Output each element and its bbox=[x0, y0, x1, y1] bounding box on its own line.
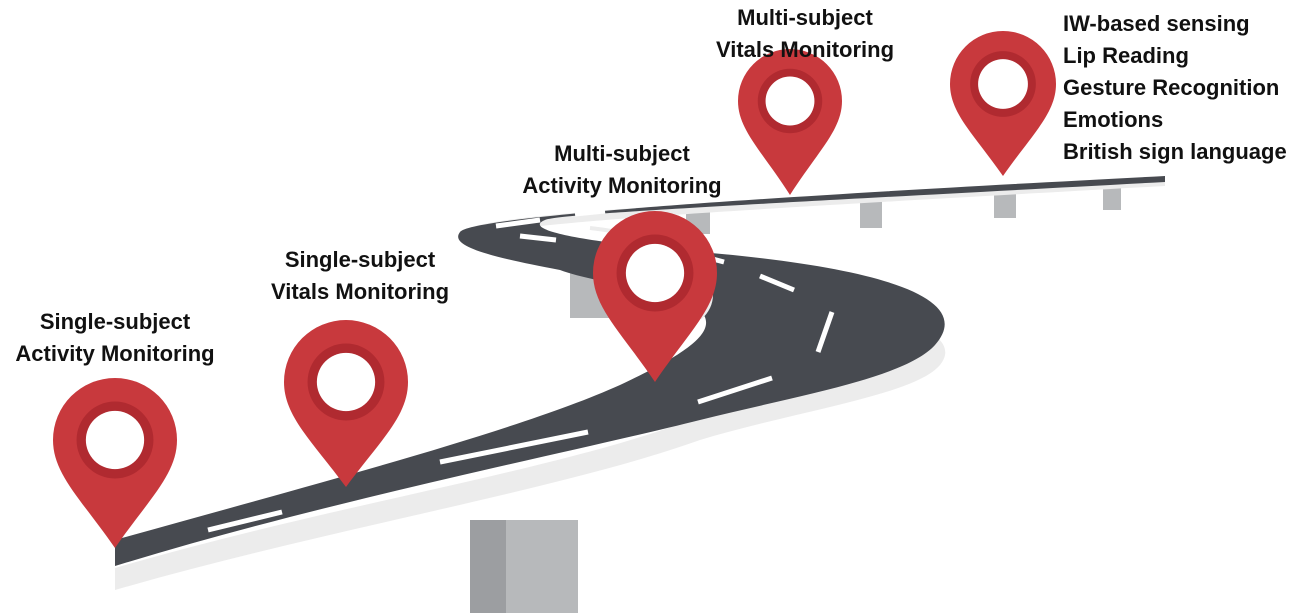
pin-hole bbox=[978, 59, 1028, 109]
milestone-pins bbox=[53, 31, 1056, 548]
milestone-label-line: Vitals Monitoring bbox=[270, 279, 450, 304]
milestone-label-line: Lip Reading bbox=[1063, 43, 1189, 68]
lane-dash bbox=[519, 233, 557, 243]
milestone-label-line: Single-subject bbox=[39, 309, 191, 334]
milestone-label-line: Emotions bbox=[1063, 107, 1164, 132]
pin-hole bbox=[85, 410, 145, 470]
lane-dash bbox=[697, 375, 773, 405]
pin-hole bbox=[625, 243, 685, 303]
map-pin-icon bbox=[284, 320, 408, 487]
milestone-label-line: British sign language bbox=[1063, 139, 1287, 164]
lane-dash bbox=[574, 208, 606, 217]
map-pin-icon bbox=[950, 31, 1056, 176]
pin-hole bbox=[316, 352, 376, 412]
lane-dash bbox=[759, 273, 795, 293]
map-pin-icon bbox=[593, 211, 717, 382]
map-pin-icon bbox=[53, 378, 177, 548]
lane-dash bbox=[439, 429, 589, 465]
milestone-label-line: Single-subject bbox=[284, 247, 436, 272]
milestone-label-4: Multi-subject Vitals Monitoring bbox=[700, 2, 910, 66]
road-edge bbox=[115, 178, 1165, 590]
milestone-label-5: IW-based sensing Lip Reading Gesture Rec… bbox=[1063, 8, 1303, 168]
milestone-label-line: IW-based sensing bbox=[1063, 11, 1250, 36]
pin-hole bbox=[765, 76, 815, 126]
milestone-label-line: Multi-subject bbox=[554, 141, 690, 166]
pillar bbox=[1103, 184, 1121, 210]
map-pin-icon bbox=[738, 49, 842, 195]
milestone-label-line: Multi-subject bbox=[737, 5, 873, 30]
milestone-label-line: Vitals Monitoring bbox=[715, 37, 895, 62]
milestone-label-line: Activity Monitoring bbox=[522, 173, 722, 198]
lane-dash bbox=[207, 509, 283, 533]
road-surface bbox=[115, 176, 1165, 566]
pillar bbox=[994, 190, 1016, 218]
milestone-label-3: Multi-subject Activity Monitoring bbox=[502, 138, 742, 202]
milestone-label-2: Single-subject Vitals Monitoring bbox=[255, 244, 465, 308]
milestone-label-1: Single-subject Activity Monitoring bbox=[0, 306, 230, 370]
lane-dash bbox=[495, 217, 541, 229]
milestone-label-line: Activity Monitoring bbox=[15, 341, 215, 366]
milestone-label-line: Gesture Recognition bbox=[1063, 75, 1280, 100]
lane-dash bbox=[815, 311, 835, 353]
pillar bbox=[860, 198, 882, 228]
pillar-shade bbox=[470, 520, 506, 613]
